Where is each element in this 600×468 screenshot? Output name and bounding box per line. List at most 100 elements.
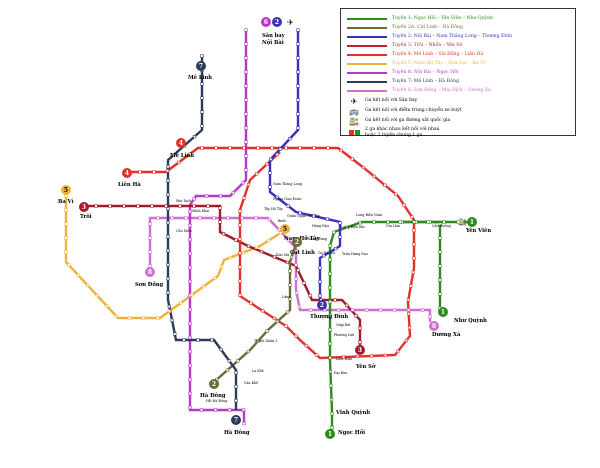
station-marker[interactable] <box>308 308 313 312</box>
badge-line-2-bottom[interactable] <box>317 300 327 310</box>
station-marker[interactable] <box>318 266 322 270</box>
station-marker[interactable] <box>296 28 300 32</box>
station-marker[interactable] <box>238 209 242 213</box>
station-marker[interactable] <box>164 204 168 208</box>
station-marker[interactable] <box>412 256 416 260</box>
station-marker[interactable] <box>241 408 246 412</box>
station-marker[interactable] <box>411 270 415 274</box>
station-marker[interactable] <box>188 377 192 382</box>
station-marker[interactable] <box>456 220 460 224</box>
station-marker[interactable] <box>234 399 238 403</box>
station-marker[interactable] <box>188 152 192 156</box>
station-tran-hung-dao[interactable]: Trần Hưng Đạo <box>342 252 368 256</box>
station-marker[interactable] <box>272 255 277 259</box>
station-marker[interactable] <box>188 335 192 340</box>
station-marker[interactable] <box>213 408 218 412</box>
station-marker[interactable] <box>238 279 242 283</box>
station-marker[interactable] <box>270 146 274 150</box>
station-marker[interactable] <box>289 255 294 259</box>
station-marker[interactable] <box>392 308 397 312</box>
station-marker[interactable] <box>242 421 246 426</box>
station-marker[interactable] <box>328 286 332 290</box>
station-marker[interactable] <box>345 303 349 307</box>
station-marker[interactable] <box>285 260 290 265</box>
station-marker[interactable] <box>166 221 170 225</box>
terminal-me-linh-7[interactable]: Mê Linh <box>188 74 212 81</box>
station-marker[interactable] <box>167 304 171 309</box>
terminal-duong-xa[interactable]: Dương Xá <box>432 331 461 338</box>
station-marker[interactable] <box>294 263 298 267</box>
station-marker[interactable] <box>166 291 170 295</box>
station-marker[interactable] <box>170 216 174 220</box>
badge-line-1-right-2[interactable] <box>438 307 448 317</box>
station-marker[interactable] <box>198 216 202 220</box>
station-marker[interactable] <box>234 385 238 389</box>
badge-line-8-left[interactable] <box>145 267 155 277</box>
station-marker[interactable] <box>150 204 154 208</box>
station-marker[interactable] <box>94 204 98 208</box>
station-marker[interactable] <box>312 146 316 150</box>
station-marker[interactable] <box>328 342 332 346</box>
station-marker[interactable] <box>412 228 416 232</box>
station-marker[interactable] <box>412 220 416 224</box>
station-marker[interactable] <box>329 398 334 402</box>
station-marker[interactable] <box>254 245 259 249</box>
station-marker[interactable] <box>296 70 300 74</box>
station-marker[interactable] <box>238 223 242 227</box>
station-marker[interactable] <box>328 244 332 248</box>
station-marker[interactable] <box>278 231 283 235</box>
station-marker[interactable] <box>173 332 177 336</box>
terminal-nhu-quynh[interactable]: Như Quỳnh <box>454 318 487 324</box>
station-marker[interactable] <box>200 96 204 100</box>
station-marker[interactable] <box>166 263 170 267</box>
station-marker[interactable] <box>238 237 242 241</box>
station-marker[interactable] <box>272 316 277 321</box>
station-marker[interactable] <box>328 314 332 318</box>
line-5-path[interactable] <box>64 196 283 320</box>
station-marker[interactable] <box>238 265 242 269</box>
station-marker[interactable] <box>302 281 306 285</box>
station-marker[interactable] <box>242 146 246 150</box>
station-marker[interactable] <box>192 204 196 208</box>
station-mai-dich[interactable]: Mai Dịch <box>176 199 192 203</box>
station-marker[interactable] <box>166 249 170 253</box>
line-2a-path[interactable] <box>213 243 298 383</box>
station-marker[interactable] <box>166 179 170 183</box>
line-6-path[interactable] <box>188 30 248 424</box>
station-marker[interactable] <box>188 391 192 396</box>
station-marker[interactable] <box>246 182 251 187</box>
station-marker[interactable] <box>188 307 192 312</box>
station-marker[interactable] <box>166 193 170 197</box>
terminal-ha-dong-2a[interactable]: Hà Đông <box>200 392 226 399</box>
station-marker[interactable] <box>296 98 300 102</box>
station-marker[interactable] <box>244 42 248 46</box>
station-marker[interactable] <box>394 192 398 196</box>
station-marker[interactable] <box>170 318 174 322</box>
terminal-son-dong[interactable]: Sơn Đồng <box>135 280 164 288</box>
station-marker[interactable] <box>136 204 140 208</box>
station-marker[interactable] <box>64 222 68 226</box>
badge-line-3[interactable] <box>79 202 89 212</box>
station-marker[interactable] <box>396 349 400 354</box>
badge-line-1-bottom[interactable] <box>325 429 335 439</box>
station-marker[interactable] <box>188 265 192 270</box>
station-marker[interactable] <box>184 216 188 220</box>
station-marker[interactable] <box>218 220 222 224</box>
station-marker[interactable] <box>238 293 242 297</box>
station-marker[interactable] <box>438 222 442 226</box>
station-marker[interactable] <box>259 250 264 254</box>
station-marker[interactable] <box>398 220 402 224</box>
station-lang[interactable]: Láng <box>282 295 291 299</box>
station-marker[interactable] <box>200 54 204 58</box>
station-marker[interactable] <box>247 244 251 248</box>
station-marker[interactable] <box>188 279 192 284</box>
terminal-troi[interactable]: Trôi <box>80 213 92 220</box>
station-marker[interactable] <box>244 28 248 32</box>
terminal-vinh-quynh[interactable]: Vĩnh Quỳnh <box>335 409 370 416</box>
station-marker[interactable] <box>407 312 411 316</box>
terminal-ha-dong-7[interactable]: Hà Đông <box>224 429 250 436</box>
station-marker[interactable] <box>328 272 332 276</box>
station-marker[interactable] <box>138 170 142 174</box>
station-marker[interactable] <box>296 268 300 272</box>
station-marker[interactable] <box>442 220 446 224</box>
